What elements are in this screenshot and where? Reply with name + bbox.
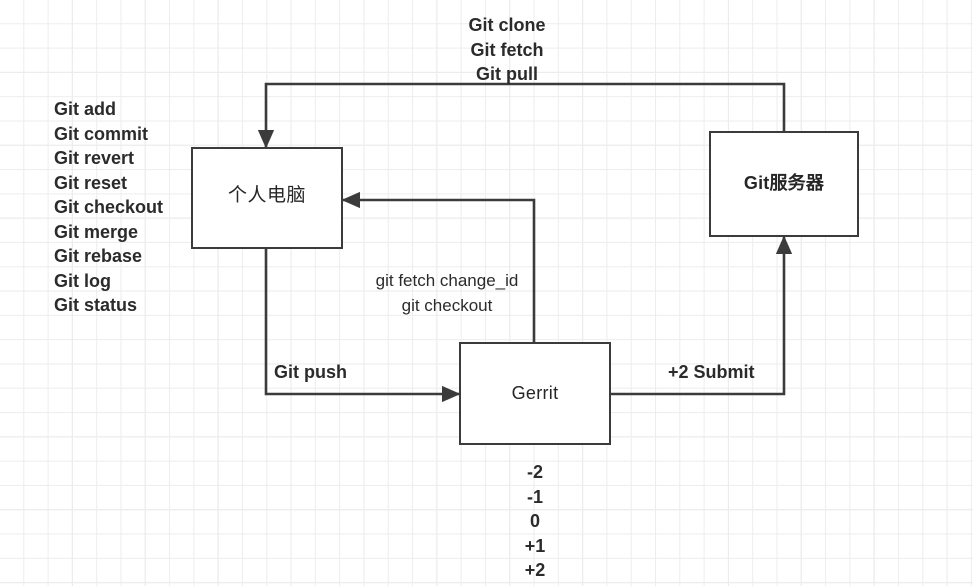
edge-server-to-local (257, 82, 786, 149)
node-git-server-label: Git服务器 (743, 173, 825, 194)
node-local-pc-label: 个人电脑 (227, 184, 306, 206)
remote-commands-label: Git clone Git fetch Git pull (468, 15, 546, 84)
review-scores-label: -2 -1 0 +1 +2 (524, 462, 546, 580)
node-local-pc[interactable]: 个人电脑 (191, 147, 343, 249)
node-gerrit-label: Gerrit (511, 382, 559, 403)
node-gerrit[interactable]: Gerrit (459, 342, 611, 445)
edge-gerrit-to-local (341, 191, 536, 342)
fetch-change-label: git fetch change_id git checkout (375, 271, 519, 315)
edge-gerrit-to-server (611, 235, 793, 396)
submit-label: +2 Submit (668, 362, 755, 382)
local-commands-label: Git add Git commit Git revert Git reset … (54, 99, 164, 315)
node-git-server[interactable]: Git服务器 (709, 131, 859, 237)
edge-local-to-gerrit (264, 249, 461, 403)
git-push-label: Git push (274, 362, 347, 382)
